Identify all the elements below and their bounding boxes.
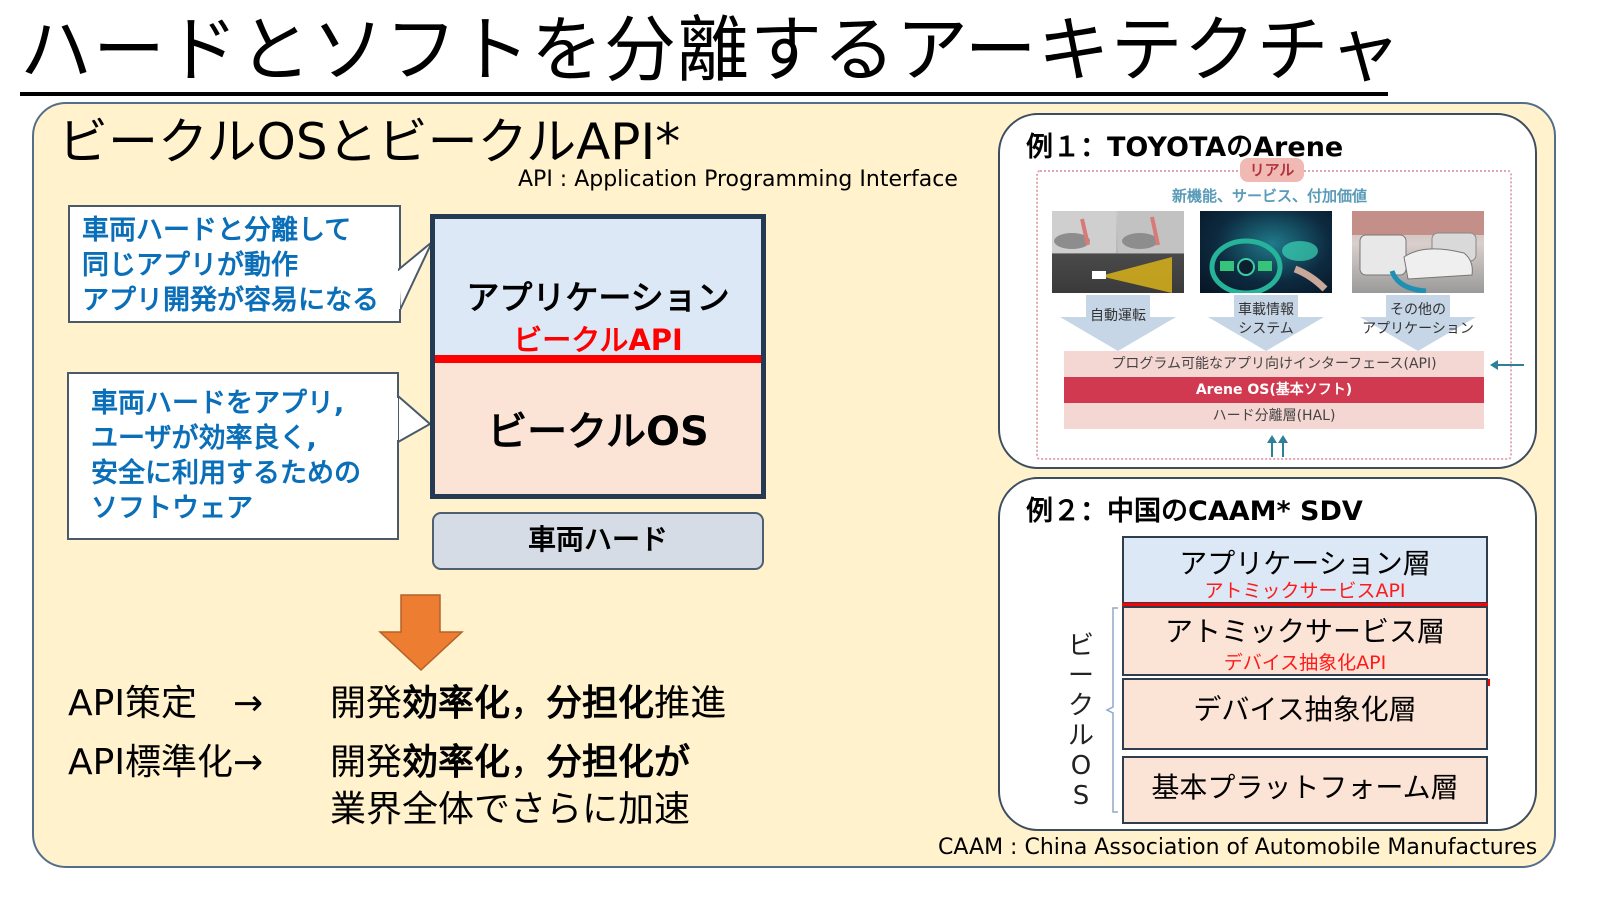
other-apps-image (1352, 211, 1484, 293)
sdv-layer-label: デバイス抽象化層 (1193, 693, 1417, 726)
vertical-char: S (1072, 781, 1090, 811)
sdv-atomic-service-layer: アトミックサービス層 デバイス抽象化API (1122, 606, 1488, 676)
sdv-layer-label: アプリケーション層 (1179, 547, 1431, 580)
result-api-standardization-effect: 開発効率化，分担化が (330, 741, 690, 785)
arene-os-layer: Arene OS(基本ソフト) (1064, 377, 1484, 403)
vertical-char: ル (1067, 721, 1094, 751)
callout-pointer-icon (396, 394, 432, 444)
parking-car-icon (1352, 211, 1484, 293)
result-text-bold: 効率化 (402, 683, 511, 724)
callout-line: ユーザが効率良く, (91, 423, 317, 454)
autonomous-driving-image (1052, 211, 1184, 293)
example-caam-sdv: 例２：中国のCAAM* SDV ビ ー ク ル O S アプリケーション層 アト… (998, 477, 1537, 831)
vehicle-api-line (435, 355, 761, 363)
result-text: 開発 (330, 683, 403, 724)
app-label-line: 自動運転 (1090, 308, 1146, 324)
real-badge: リアル (1240, 158, 1304, 182)
api-footnote: API : Application Programming Interface (518, 167, 958, 192)
result-text: 開発 (330, 742, 403, 783)
brace-bracket-icon (1105, 607, 1118, 813)
example2-title: 例２：中国のCAAM* SDV (1026, 496, 1363, 527)
callout-line: ソフトウェア (91, 493, 253, 524)
application-layer: アプリケーション ビークルAPI (435, 219, 761, 359)
down-arrow-icon (378, 594, 464, 672)
app-label-other: その他の アプリケーション (1348, 301, 1488, 339)
callout-line: 同じアプリが動作 (82, 250, 298, 281)
result-continuation: 業界全体でさらに加速 (330, 789, 691, 830)
vertical-char: O (1070, 751, 1092, 781)
section-subtitle: ビークルOSとビークルAPI* (58, 113, 681, 171)
example-toyota-arene: 例１：TOYOTAのArene リアル 新機能、サービス、付加価値 (998, 113, 1537, 469)
up-arrows-icon (1267, 435, 1288, 457)
steering-wheel-icon (1209, 238, 1328, 293)
vehicle-os-label: ビークルOS (487, 409, 709, 455)
vertical-char: ビ (1067, 631, 1094, 661)
vertical-char: ク (1067, 691, 1094, 721)
sdv-layer-label: 基本プラットフォーム層 (1151, 771, 1459, 804)
result-api-definition: API策定 → (68, 683, 264, 724)
app-down-arrow-icon (1060, 295, 1176, 351)
callout-pointer-icon (398, 241, 433, 311)
device-abstraction-api-label: デバイス抽象化API (1223, 652, 1387, 674)
result-api-definition-effect: 開発効率化，分担化推進 (330, 682, 726, 726)
result-api-standardization: API標準化→ (68, 742, 264, 783)
app-label-line: システム (1238, 321, 1294, 337)
app-label-line: 車載情報 (1238, 302, 1294, 318)
vehicle-api-label: ビークルAPI (513, 323, 683, 357)
sdv-device-abstraction-layer: デバイス抽象化層 (1122, 678, 1488, 750)
vehicle-os-layer: ビークルOS (435, 363, 761, 494)
result-text-bold: 効率化 (402, 742, 511, 783)
result-text-bold: 分担化 (546, 683, 655, 724)
sdv-layer-label: アトミックサービス層 (1164, 615, 1445, 648)
headlight-beam-icon (1052, 211, 1184, 293)
sdv-base-platform-layer: 基本プラットフォーム層 (1122, 756, 1488, 824)
infotainment-image (1200, 211, 1332, 293)
result-text: 推進 (654, 683, 727, 724)
app-down-arrow-icon (1208, 295, 1324, 351)
app-label-autonomous: 自動運転 (1048, 307, 1188, 326)
result-text: ， (510, 683, 547, 724)
app-label-infotainment: 車載情報 システム (1196, 301, 1336, 339)
arene-api-layer: プログラム可能なアプリ向けインターフェース(API) (1064, 351, 1484, 377)
app-label-line: その他の (1390, 302, 1446, 318)
result-text-bold: 分担化が (546, 742, 691, 783)
app-down-arrow-icon (1360, 295, 1476, 351)
result-text: ， (510, 742, 547, 783)
arene-subheading: 新機能、サービス、付加価値 (1171, 187, 1367, 205)
callout-app-benefit: 車両ハードと分離して 同じアプリが動作 アプリ開発が容易になる (68, 205, 401, 323)
left-arrow-icon (1490, 360, 1524, 370)
callout-line: 車両ハードをアプリ, (91, 388, 345, 419)
vehicle-hardware-box: 車両ハード (432, 512, 764, 570)
callout-line: 車両ハードと分離して (82, 215, 352, 246)
architecture-stack: アプリケーション ビークルAPI ビークルOS (430, 214, 766, 499)
vehicle-os-vertical-label: ビ ー ク ル O S (1066, 631, 1096, 811)
example1-title: 例１：TOYOTAのArene (1026, 132, 1344, 163)
page-title: ハードとソフトを分離するアーキテクチャ (20, 10, 1401, 96)
callout-os-definition: 車両ハードをアプリ, ユーザが効率良く, 安全に利用するための ソフトウェア (67, 372, 399, 540)
sdv-application-layer: アプリケーション層 アトミックサービスAPI (1122, 536, 1488, 604)
atomic-service-api-label: アトミックサービスAPI (1204, 580, 1406, 602)
caam-footnote: CAAM : China Association of Automobile M… (938, 835, 1538, 860)
callout-line: アプリ開発が容易になる (82, 285, 379, 316)
vertical-char: ー (1067, 661, 1094, 691)
callout-line: 安全に利用するための (91, 458, 361, 489)
app-label-line: アプリケーション (1362, 321, 1474, 337)
application-layer-label: アプリケーション (466, 278, 730, 317)
arene-hal-layer: ハード分離層(HAL) (1064, 403, 1484, 429)
